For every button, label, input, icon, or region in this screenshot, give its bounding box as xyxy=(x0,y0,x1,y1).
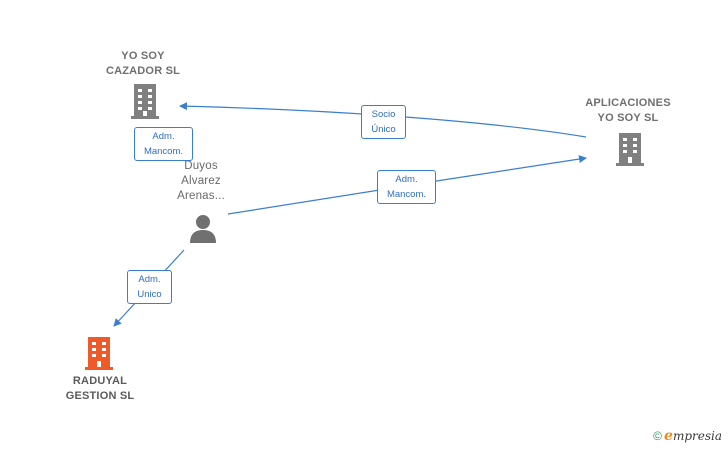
edge-label-adm-mancom: Adm. Mancom. xyxy=(377,170,436,204)
edge-label-adm-mancom: Adm. Mancom. xyxy=(134,127,193,161)
node-label-raduyal-gestion[interactable]: RADUYAL GESTION SL xyxy=(65,375,135,402)
edge-label-socio-unico: Socio Único xyxy=(361,105,406,139)
node-label-aplicaciones-yo-soy[interactable]: APLICACIONES YO SOY SL xyxy=(585,97,671,124)
building-icon[interactable] xyxy=(85,337,113,370)
node-label-yo-soy-cazador[interactable]: YO SOY CAZADOR SL xyxy=(105,50,181,77)
building-icon[interactable] xyxy=(616,133,644,166)
brand-logo-initial: e xyxy=(664,428,673,444)
copyright-icon: © xyxy=(653,429,663,443)
edge-label-adm-unico: Adm. Unico xyxy=(127,270,172,304)
node-label-duyos-alvarez[interactable]: Duyos Alvarez Arenas... xyxy=(177,160,225,202)
brand-logo-text: mpresia xyxy=(672,429,722,443)
brand-watermark: ©empresia xyxy=(653,428,722,444)
building-icon[interactable] xyxy=(131,84,159,119)
person-icon[interactable] xyxy=(190,215,216,243)
